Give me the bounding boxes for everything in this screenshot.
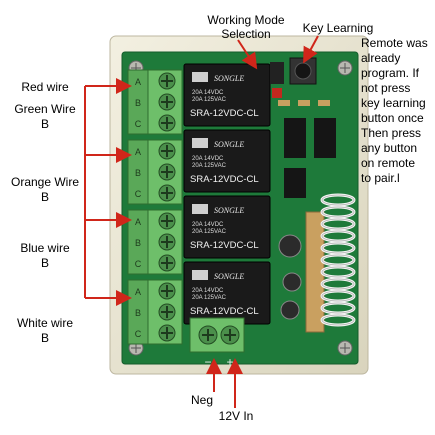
key-learning-label: Key Learning [302,21,374,35]
white-wire-label: White wire B [16,316,73,345]
terminal-label-strip [127,279,149,345]
relay-brand: SONGLE [214,140,244,149]
terminal-letter: C [135,259,142,269]
screw-slot [161,257,173,269]
coil-turn-edge [321,218,355,230]
terminal-letter: C [135,119,142,129]
terminal-letter: B [135,168,141,178]
note-line: not press [361,81,411,95]
working-mode-line2: Selection [221,27,271,41]
coil-turn-edge [321,314,355,326]
terminal-letter: C [135,329,142,339]
relay-logo-mark [192,270,208,280]
relay-model: SRA-12VDC-CL [190,174,259,185]
terminal-letter: C [135,189,142,199]
relay-rating-1: 20A 14VDC [192,90,224,96]
wire-arrows [84,35,319,408]
relay-model: SRA-12VDC-CL [190,306,259,317]
coil-turn-edge [321,278,355,290]
note-line: Remote was [361,36,428,50]
screw-slot [161,327,173,339]
terminal-letter: B [135,238,141,248]
terminal-letter: A [135,77,141,87]
terminal-label-strip [127,209,149,275]
note-line: any button [361,141,418,155]
coil-turn-edge [321,230,355,242]
terminal-label-strip [127,139,149,205]
terminal-letter: A [135,287,141,297]
plus-sign: + [226,355,233,369]
relay-logo-mark [192,204,208,214]
terminal-letter: A [135,147,141,157]
neg-label: Neg [190,393,213,407]
key-learning-button [289,57,317,85]
note-line: on remote [361,156,416,170]
screw-slot [161,117,173,129]
coil-turn-edge [321,290,355,302]
screw-slot [161,96,173,108]
screw-slot [161,145,173,157]
relay-model: SRA-12VDC-CL [190,240,259,251]
power-terminal [189,317,245,353]
terminal-letter: A [135,217,141,227]
screw-slot [161,236,173,248]
note-line: button once [361,111,424,125]
coil-turn-edge [321,242,355,254]
orange-wire-label: Orange Wire B [10,175,80,204]
working-mode-line1: Working Mode [207,13,285,27]
screw-slot [161,187,173,199]
relay-logo-mark [192,72,208,82]
capacitors [278,234,302,320]
coil-turn-edge [321,302,355,314]
mode-jumper [270,62,284,98]
relay-rating-1: 20A 14VDC [192,156,224,162]
relay-rating-2: 20A 125VAC [192,97,227,103]
red-wire-label: Red wire [21,80,69,94]
screw-slot [161,215,173,227]
note-line: already [361,51,401,65]
relay-rating-2: 20A 125VAC [192,229,227,235]
ic-chips [278,100,336,198]
twelve-v-label: 12V In [218,409,254,423]
coil-turn-edge [321,266,355,278]
terminal-block-strip: A B C A B C A B C A B C [127,69,183,345]
relay-brand: SONGLE [214,206,244,215]
terminal-letter: B [135,98,141,108]
screw-slot [161,166,173,178]
relay-brand: SONGLE [214,272,244,281]
relay-rating-2: 20A 125VAC [192,163,227,169]
working-mode-label: Working Mode Selection [193,13,299,41]
note-line: Then press [361,126,422,140]
note-line: key learning [361,96,426,110]
antenna-coil [320,193,356,327]
note-line: to pair.l [361,171,400,185]
relay-model: SRA-12VDC-CL [190,108,259,119]
relay-brand: SONGLE [214,74,244,83]
green-wire-label: Green Wire B [14,102,76,131]
blue-wire-label: Blue wire B [20,241,70,270]
minus-sign: − [204,355,211,369]
screw-slot [161,306,173,318]
terminal-label-strip [127,69,149,135]
screw-slot [161,75,173,87]
coil-turn-edge [321,194,355,206]
coil-turn-edge [321,254,355,266]
terminal-letter: B [135,308,141,318]
relay-logo-mark [192,138,208,148]
receiver-module [305,211,325,333]
relay-rating-1: 20A 14VDC [192,288,224,294]
coil-turn-edge [321,206,355,218]
screw-slot [161,285,173,297]
relay-rating-1: 20A 14VDC [192,222,224,228]
relay-rating-2: 20A 125VAC [192,295,227,301]
note-line: program. If [361,66,420,80]
